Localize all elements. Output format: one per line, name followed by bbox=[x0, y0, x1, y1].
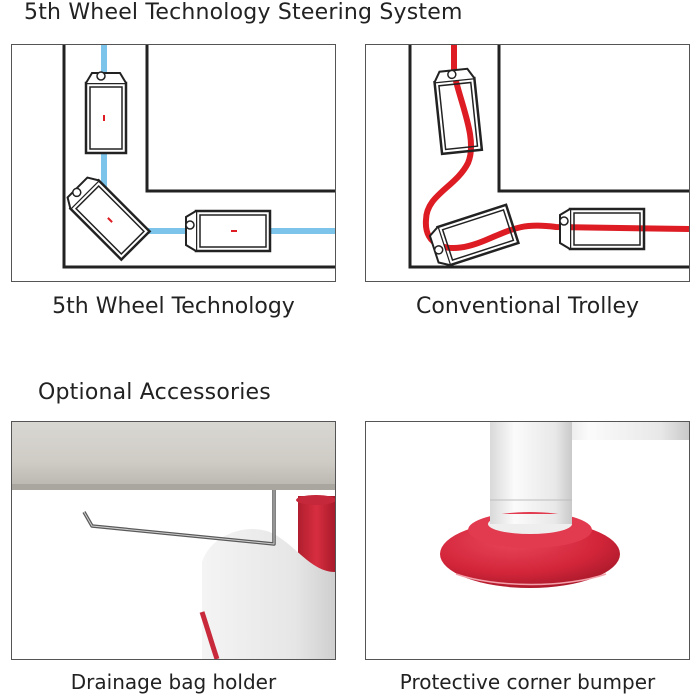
corridor-outer-wall bbox=[408, 45, 689, 269]
fifth-wheel-path bbox=[101, 45, 335, 234]
drainage-bag-holder-caption: Drainage bag holder bbox=[70, 670, 277, 694]
trolley-corner bbox=[428, 203, 520, 267]
page-title: 5th Wheel Technology Steering System bbox=[24, 0, 463, 25]
trolley-top bbox=[433, 67, 484, 156]
fifth-wheel-diagram bbox=[11, 44, 336, 282]
corner-bumper-caption: Protective corner bumper bbox=[399, 670, 656, 694]
conventional-trolley-caption: Conventional Trolley bbox=[416, 294, 639, 319]
frame-post bbox=[490, 422, 572, 522]
corridor-inner-wall bbox=[145, 45, 335, 193]
fifth-wheel-caption: 5th Wheel Technology bbox=[52, 294, 295, 319]
corridor-inner-wall bbox=[497, 45, 689, 193]
trolley-top bbox=[84, 71, 128, 155]
corner-bumper-photo bbox=[365, 421, 690, 660]
accessories-title: Optional Accessories bbox=[38, 380, 271, 405]
tabletop bbox=[12, 422, 335, 488]
frame-arm bbox=[546, 422, 689, 440]
drainage-bag-holder-photo bbox=[11, 421, 336, 660]
trolley-corner bbox=[66, 176, 152, 262]
corridor-outer-wall bbox=[62, 45, 335, 269]
base-body bbox=[202, 529, 335, 659]
trolley-right bbox=[559, 207, 646, 251]
trolley-right bbox=[185, 209, 272, 253]
conventional-trolley-diagram bbox=[365, 44, 690, 282]
